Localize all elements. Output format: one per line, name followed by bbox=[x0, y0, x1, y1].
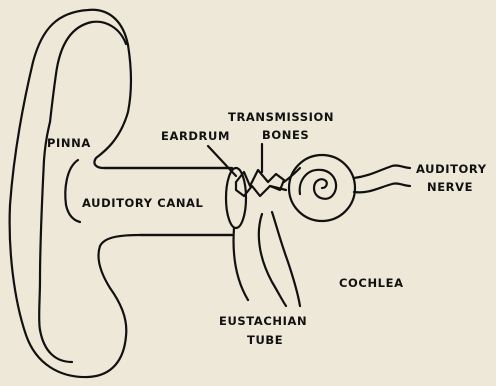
auditory-nerve-bottom bbox=[354, 183, 410, 192]
label-transmission-bones-1: TRANSMISSION bbox=[228, 110, 334, 124]
label-auditory-canal: AUDITORY CANAL bbox=[82, 196, 204, 210]
label-eustachian-tube-2: TUBE bbox=[247, 333, 283, 347]
label-transmission-bones-2: BONES bbox=[262, 128, 309, 142]
eustachian-tube-right bbox=[259, 214, 286, 306]
label-pinna: PINNA bbox=[47, 136, 91, 150]
label-eustachian-tube-1: EUSTACHIAN bbox=[219, 314, 307, 328]
middle-ear-connector bbox=[284, 168, 300, 182]
pinna-helix bbox=[39, 22, 126, 330]
pinna-inner-curve bbox=[94, 45, 230, 168]
ossicles bbox=[236, 170, 284, 196]
earlobe-inner bbox=[40, 330, 72, 362]
concha-curve bbox=[65, 160, 80, 222]
label-eardrum: EARDRUM bbox=[161, 129, 230, 143]
eustachian-tube-inner bbox=[272, 212, 300, 306]
label-auditory-nerve-1: AUDITORY bbox=[416, 162, 487, 176]
cochlea-spiral bbox=[300, 170, 336, 199]
label-auditory-nerve-2: NERVE bbox=[427, 180, 473, 194]
auditory-nerve-top bbox=[354, 165, 410, 178]
eardrum-pointer bbox=[208, 146, 236, 176]
label-cochlea: COCHLEA bbox=[339, 276, 404, 290]
eustachian-tube-left bbox=[234, 228, 248, 300]
